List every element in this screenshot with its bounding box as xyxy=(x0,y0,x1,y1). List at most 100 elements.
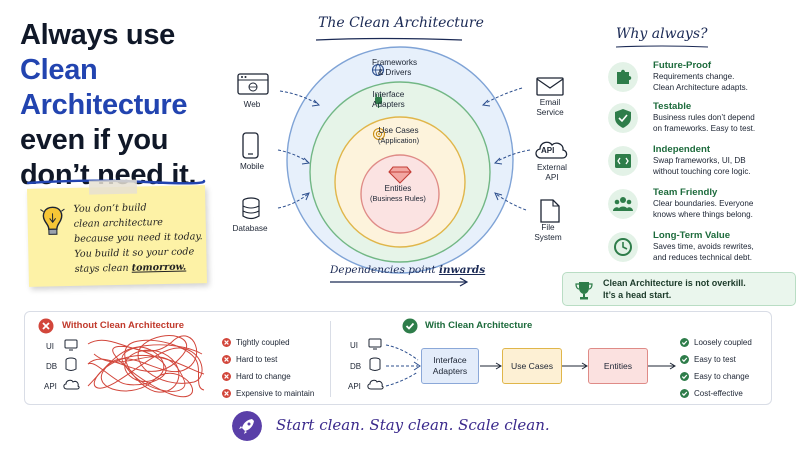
quote-text: Clean Architecture is not overkill. It’s… xyxy=(603,278,746,300)
ring-label-entities: Entities (Business Rules) xyxy=(370,184,426,204)
dependencies-caption: Dependencies point inwards xyxy=(330,264,485,276)
with-input-api: API xyxy=(348,382,361,391)
cloud-small-icon xyxy=(367,379,384,390)
database-small-icon xyxy=(65,357,77,371)
with-input-ui: UI xyxy=(350,341,358,350)
file-icon xyxy=(540,199,560,223)
team-icon xyxy=(608,189,638,219)
headline-line-3: Architecture xyxy=(20,89,188,121)
benefit-desc: Business rules don’t depend on framework… xyxy=(653,113,756,133)
diagram-title-underline xyxy=(315,37,463,41)
benefit-title: Team Friendly xyxy=(653,187,718,198)
monitor-icon xyxy=(368,338,382,350)
target-icon xyxy=(372,127,386,141)
flow-box-usecases: Use Cases xyxy=(502,348,562,384)
cloud-small-icon xyxy=(63,379,80,390)
without-input-ui: UI xyxy=(46,342,54,351)
benefit-title: Testable xyxy=(653,101,692,112)
headline-line-1: Always use xyxy=(20,19,175,51)
sticky-note: You don’t build clean architecture becau… xyxy=(26,179,208,287)
headline-line-4: even if you xyxy=(20,124,169,156)
node-database: Database xyxy=(232,224,268,233)
flow-box-adapters: Interface Adapters xyxy=(421,348,479,384)
note-line-5: stays clean tomorrow. xyxy=(75,259,203,277)
node-mobile: Mobile xyxy=(239,162,265,171)
tangled-dependencies xyxy=(87,335,205,398)
x-icon xyxy=(222,389,231,398)
without-title: Without Clean Architecture xyxy=(62,320,185,331)
ring-entities xyxy=(360,154,440,234)
gem-icon xyxy=(388,166,412,184)
x-icon xyxy=(222,372,231,381)
without-input-db: DB xyxy=(46,362,58,371)
node-external-api: External API xyxy=(536,163,568,182)
cross-circle-icon xyxy=(38,318,54,334)
benefit-future-proof: Future-Proof Requirements change. Clean … xyxy=(608,60,794,102)
benefit-title: Long-Term Value xyxy=(653,230,731,241)
check-circle-icon xyxy=(402,318,418,334)
headline-line-2: Clean xyxy=(20,54,98,86)
database-small-icon xyxy=(369,357,381,371)
usecases-title: Use Cases xyxy=(378,126,419,135)
with-input-db: DB xyxy=(350,362,362,371)
entities-subtitle: (Business Rules) xyxy=(370,194,426,203)
api-badge: API xyxy=(541,146,555,155)
architecture-diagram xyxy=(277,46,531,274)
monitor-icon xyxy=(64,339,78,351)
clock-icon xyxy=(608,232,638,262)
x-icon xyxy=(222,355,231,364)
note-line-5-emphasis: tomorrow. xyxy=(131,261,187,274)
note-line-5-prefix: stays clean xyxy=(74,262,129,275)
globe-icon xyxy=(371,63,385,77)
benefit-independent: Independent Swap frameworks, UI, DB with… xyxy=(608,144,794,186)
problem-item: Hard to change xyxy=(236,372,291,381)
ring-label-frameworks: Frameworks & Drivers xyxy=(372,58,418,77)
code-window-icon xyxy=(608,146,638,176)
lightbulb-icon xyxy=(40,206,65,235)
x-icon xyxy=(222,338,231,347)
entities-title: Entities xyxy=(384,184,412,193)
benefit-testable: Testable Business rules don’t depend on … xyxy=(608,101,794,143)
why-always-title: Why always? xyxy=(616,26,708,42)
ring-label-adapters: Interface Adapters xyxy=(372,90,405,109)
headline: Always use Clean Architecture even if yo… xyxy=(20,18,250,193)
flow-box-entities: Entities xyxy=(588,348,648,384)
without-input-api: API xyxy=(44,382,57,391)
diagram-title: The Clean Architecture xyxy=(318,15,484,31)
dependencies-arrow xyxy=(330,277,469,287)
benefit-item: Easy to change xyxy=(694,372,750,381)
quote-box: Clean Architecture is not overkill. It’s… xyxy=(562,272,796,306)
email-icon xyxy=(536,77,564,96)
ring-label-usecases: Use Cases (Application) xyxy=(378,126,419,146)
benefit-item: Cost-effective xyxy=(694,389,743,398)
benefit-desc: Requirements change. Clean Architecture … xyxy=(653,72,748,92)
mobile-icon xyxy=(242,132,259,159)
rocket-icon xyxy=(232,411,262,441)
trophy-icon xyxy=(575,282,593,300)
comparison-divider xyxy=(330,321,331,397)
benefit-desc: Clear boundaries. Everyone knows where t… xyxy=(653,199,754,219)
benefit-desc: Saves time, avoids rewrites, and reduces… xyxy=(653,242,754,262)
check-icon xyxy=(680,389,689,398)
flow-arrows xyxy=(385,344,676,387)
deps-prefix: Dependencies point xyxy=(330,264,436,276)
shield-check-icon xyxy=(608,103,638,133)
node-file-system: File System xyxy=(534,223,562,242)
benefit-item: Easy to test xyxy=(694,355,736,364)
deps-emphasis: inwards xyxy=(438,264,486,276)
usecases-subtitle: (Application) xyxy=(378,136,420,145)
check-icon xyxy=(680,338,689,347)
comparison-panel xyxy=(24,311,772,405)
benefit-item: Loosely coupled xyxy=(694,338,752,347)
problem-item: Hard to test xyxy=(236,355,278,364)
benefit-team-friendly: Team Friendly Clear boundaries. Everyone… xyxy=(608,187,794,229)
footer-slogan: Start clean. Stay clean. Scale clean. xyxy=(276,416,550,434)
sticky-note-text: You don’t build clean architecture becau… xyxy=(73,199,203,277)
tape-strip xyxy=(88,179,138,195)
node-email-service: Email Service xyxy=(536,98,564,117)
node-web: Web xyxy=(243,100,261,109)
headline-underline xyxy=(26,179,206,185)
plug-icon xyxy=(375,94,382,108)
puzzle-icon xyxy=(608,62,638,92)
why-underline xyxy=(615,45,709,48)
